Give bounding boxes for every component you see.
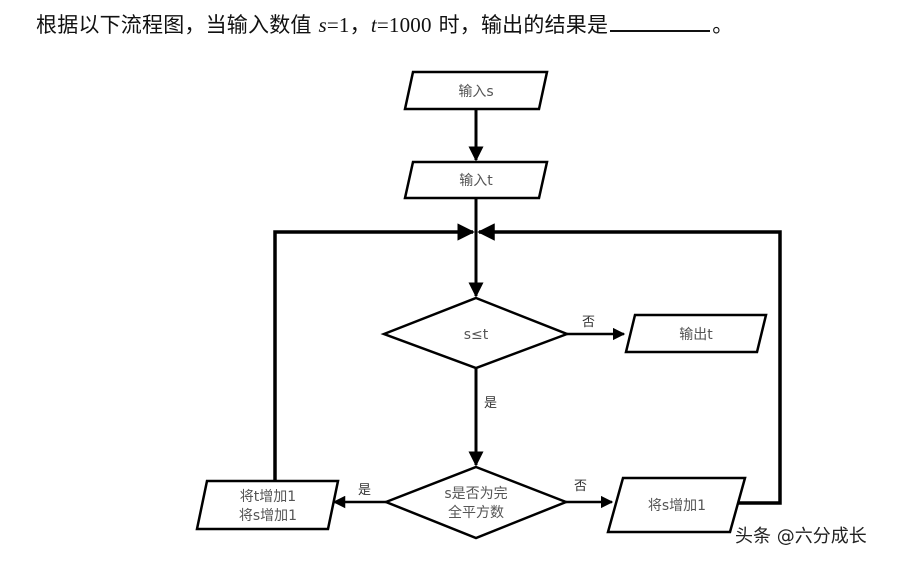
- question-end: 。: [712, 13, 734, 37]
- increment-s-node: 将s增加1: [606, 476, 747, 534]
- increment-s-label: 将s增加1: [648, 498, 706, 514]
- input-s-node: 输入s: [403, 70, 549, 111]
- label-yes-1: 是: [484, 396, 497, 411]
- condition-perfect-square: s是否为完 全平方数: [382, 465, 570, 540]
- variable-t: t: [370, 13, 377, 37]
- question-prefix: 根据以下流程图，当输入数值: [36, 13, 319, 37]
- question-text: 根据以下流程图，当输入数值 s=1，t=1000 时，输出的结果是 。: [36, 9, 733, 39]
- label-no-2: 否: [574, 479, 587, 494]
- variable-s: s: [318, 13, 327, 37]
- watermark: 头条 @六分成长: [735, 526, 867, 547]
- increment-both-line1: 将t增加1: [240, 489, 296, 505]
- value-t: =1000: [376, 13, 432, 37]
- question-suffix: 时，输出的结果是: [431, 13, 609, 37]
- condition-1-label: s≤t: [464, 327, 489, 343]
- condition-2-label-line2: 全平方数: [448, 504, 504, 521]
- answer-blank: [610, 12, 711, 32]
- edge-loop-right: [477, 223, 782, 505]
- output-t-node: 输出t: [624, 313, 768, 354]
- label-no-1: 否: [582, 315, 595, 330]
- input-t-node: 输入t: [403, 160, 549, 200]
- output-t-label: 输出t: [679, 327, 713, 343]
- value-s: =1，: [326, 13, 371, 37]
- input-t-label: 输入t: [459, 173, 493, 189]
- condition-2-label-line1: s是否为完: [444, 486, 507, 502]
- condition-s-le-t: s≤t: [380, 296, 571, 370]
- input-s-label: 输入s: [458, 84, 493, 100]
- increment-both-line2: 将s增加1: [239, 508, 297, 524]
- edge-loop-left: [273, 223, 475, 481]
- label-yes-2: 是: [358, 483, 371, 498]
- increment-both-node: 将t增加1 将s增加1: [195, 479, 340, 531]
